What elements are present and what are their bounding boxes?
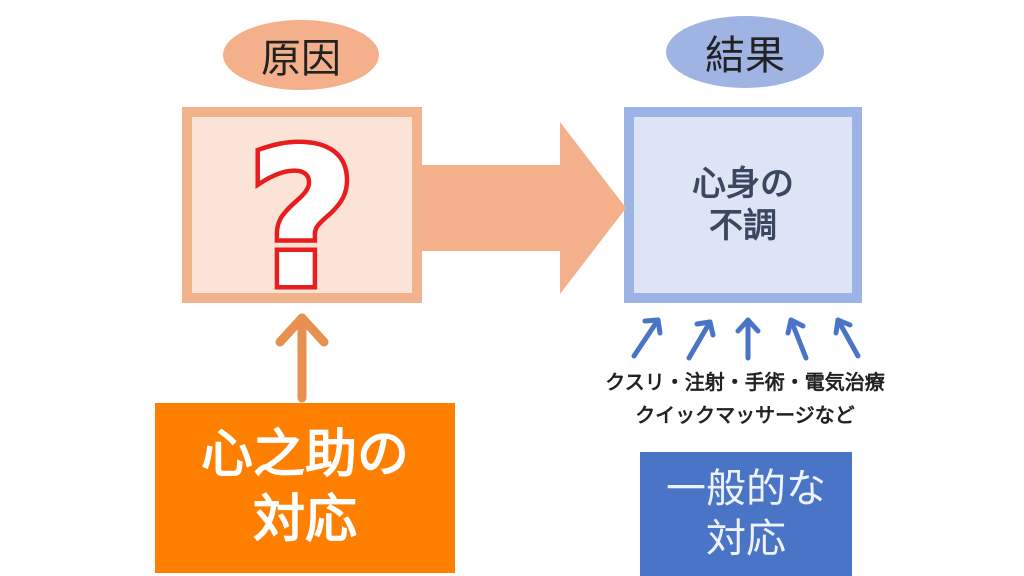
general-methods-line1: クスリ・注射・手術・電気治療 bbox=[605, 370, 885, 394]
treatment-arrow-5 bbox=[833, 317, 861, 359]
general-methods-text: クスリ・注射・手術・電気治療 クイックマッサージなど bbox=[500, 366, 990, 432]
general-line2: 対応 bbox=[706, 516, 786, 562]
treatment-arrow-4 bbox=[785, 317, 809, 361]
general-line1: 一般的な bbox=[666, 466, 826, 512]
treatment-arrow-3 bbox=[735, 317, 761, 361]
cause-box bbox=[182, 107, 422, 303]
shinnosuke-approach-box: 心之助の 対応 bbox=[155, 403, 455, 573]
shinnosuke-line2: 対応 bbox=[252, 490, 357, 550]
general-approach-box: 一般的な 対応 bbox=[640, 452, 852, 576]
treatment-arrow-2 bbox=[686, 319, 716, 361]
treatment-arrows bbox=[631, 317, 861, 361]
cause-to-result-arrow bbox=[422, 122, 626, 294]
result-text-line1: 心身の bbox=[692, 163, 794, 204]
shinnosuke-up-arrow bbox=[275, 313, 329, 403]
result-text-line2: 不調 bbox=[709, 206, 777, 246]
general-methods-line2: クイックマッサージなど bbox=[635, 403, 855, 427]
cause-label-text: 原因 bbox=[261, 36, 341, 82]
result-box: 心身の 不調 bbox=[624, 107, 862, 303]
result-label: 結果 bbox=[666, 16, 824, 88]
cause-label: 原因 bbox=[223, 20, 379, 90]
treatment-arrow-1 bbox=[631, 317, 663, 359]
shinnosuke-line1: 心之助の bbox=[200, 425, 409, 485]
question-mark-icon: ? bbox=[247, 109, 357, 330]
result-label-text: 結果 bbox=[705, 33, 785, 79]
